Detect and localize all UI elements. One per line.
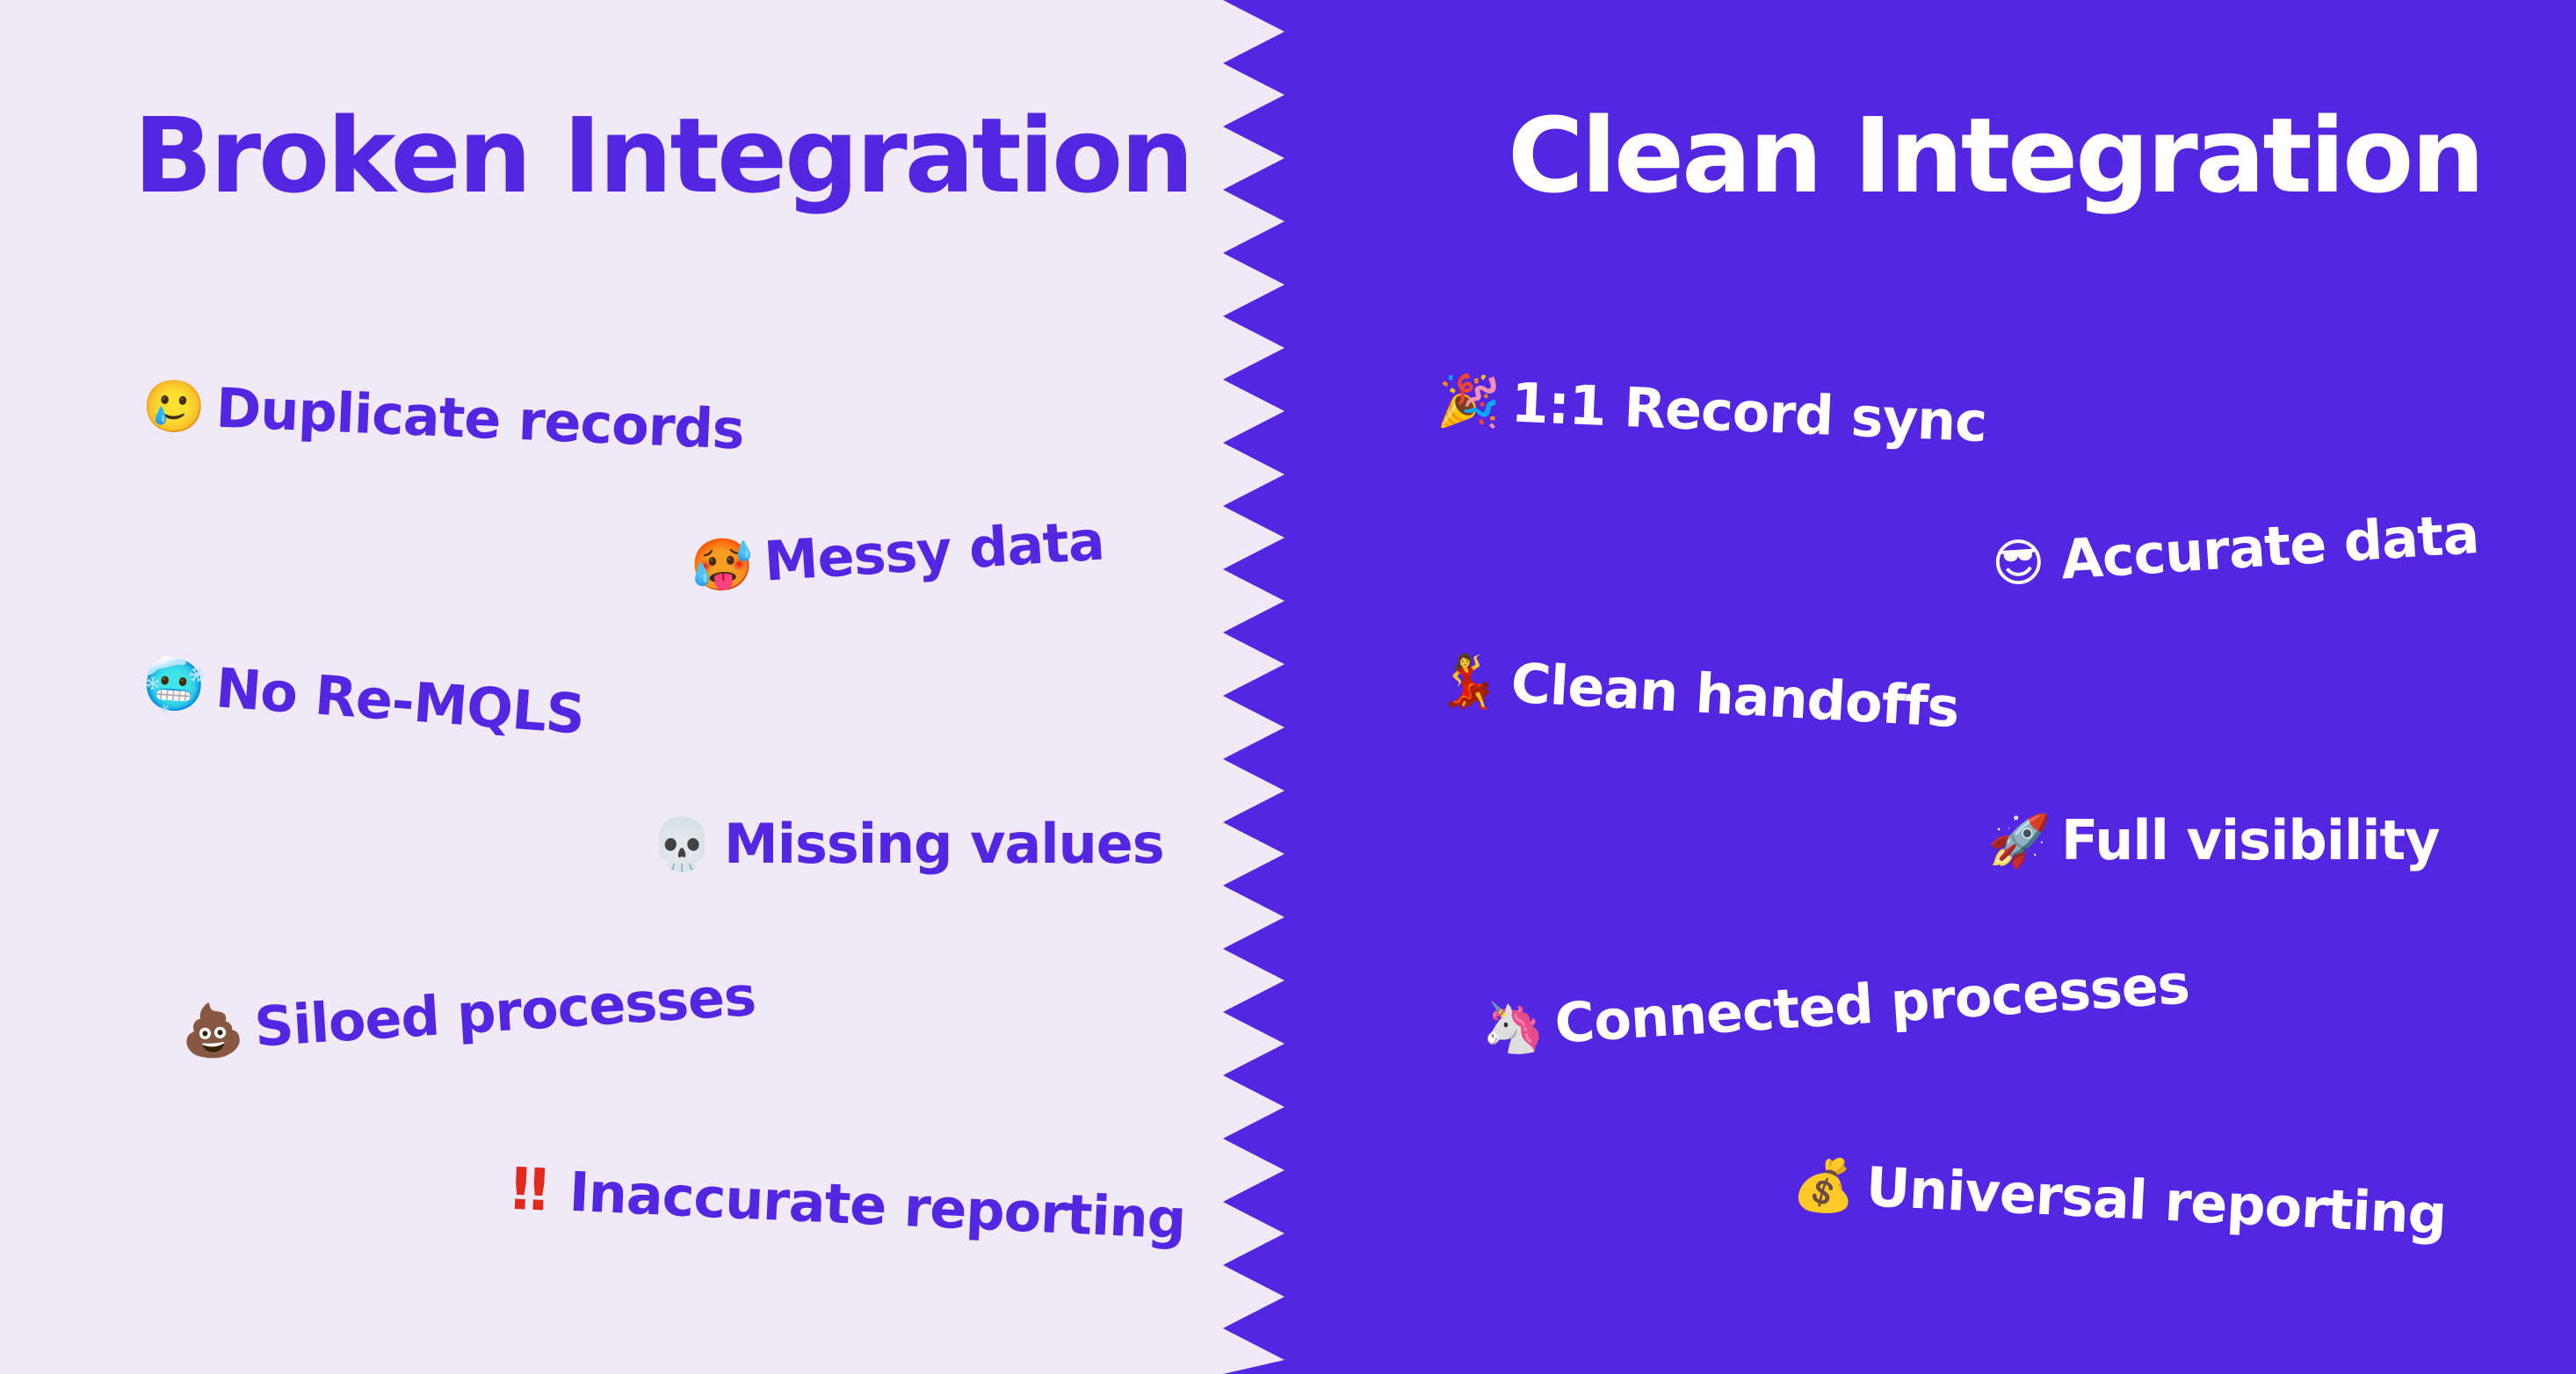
list-item-label: Connected processes — [1552, 951, 2191, 1056]
list-item-label: Clean handoffs — [1509, 650, 1961, 741]
list-item-label: Universal reporting — [1864, 1154, 2448, 1247]
list-item-label: Missing values — [724, 812, 1165, 876]
list-item-label: Inaccurate reporting — [568, 1159, 1187, 1252]
list-item-label: Duplicate records — [214, 375, 746, 462]
list-item-label: 1:1 Record sync — [1509, 370, 1988, 455]
money-bag-icon: 💰 — [1791, 1153, 1856, 1217]
dancer-icon: 💃 — [1436, 649, 1502, 712]
list-item-siloed-processes: 💩 Siloed processes — [178, 963, 757, 1062]
sunglasses-face-icon: 😎 — [1990, 532, 2046, 595]
list-item-clean-handoffs: 💃 Clean handoffs — [1436, 649, 1961, 741]
clean-integration-title: Clean Integration — [1508, 95, 2485, 216]
list-item-connected-processes: 🦄 Connected processes — [1479, 951, 2191, 1059]
rocket-icon: 🚀 — [1987, 811, 2051, 871]
list-item-messy-data: 🥵 Messy data — [688, 508, 1106, 597]
list-item-universal-reporting: 💰 Universal reporting — [1791, 1153, 2448, 1247]
list-item-label: No Re-MQLS — [213, 655, 587, 747]
list-item-inaccurate-reporting: ‼ Inaccurate reporting — [495, 1154, 1187, 1252]
skull-icon: 💀 — [650, 814, 713, 874]
list-item-no-re-mqls: 🥶 No Re-MQLS — [140, 653, 587, 747]
party-popper-icon: 🎉 — [1436, 370, 1501, 432]
hot-face-icon: 🥵 — [688, 532, 756, 597]
list-item-label: Messy data — [762, 508, 1106, 594]
list-item-accurate-data: 😎 Accurate data — [1986, 501, 2481, 595]
list-item-missing-values: 💀 Missing values — [650, 812, 1165, 876]
poop-icon: 💩 — [178, 998, 246, 1062]
list-item-label: Full visibility — [2061, 808, 2441, 872]
broken-integration-title: Broken Integration — [134, 95, 1194, 216]
cold-face-icon: 🥶 — [140, 653, 207, 718]
list-item-label: Siloed processes — [252, 963, 757, 1059]
list-item-duplicate-records: 🥲 Duplicate records — [141, 375, 746, 462]
list-item-full-visibility: 🚀 Full visibility — [1987, 808, 2441, 872]
double-exclamation-icon: ‼ — [510, 1154, 543, 1225]
crying-smile-icon: 🥲 — [141, 375, 206, 438]
unicorn-icon: 🦄 — [1479, 994, 1546, 1059]
list-item-record-sync: 🎉 1:1 Record sync — [1436, 370, 1988, 455]
list-item-label: Accurate data — [2059, 501, 2481, 592]
